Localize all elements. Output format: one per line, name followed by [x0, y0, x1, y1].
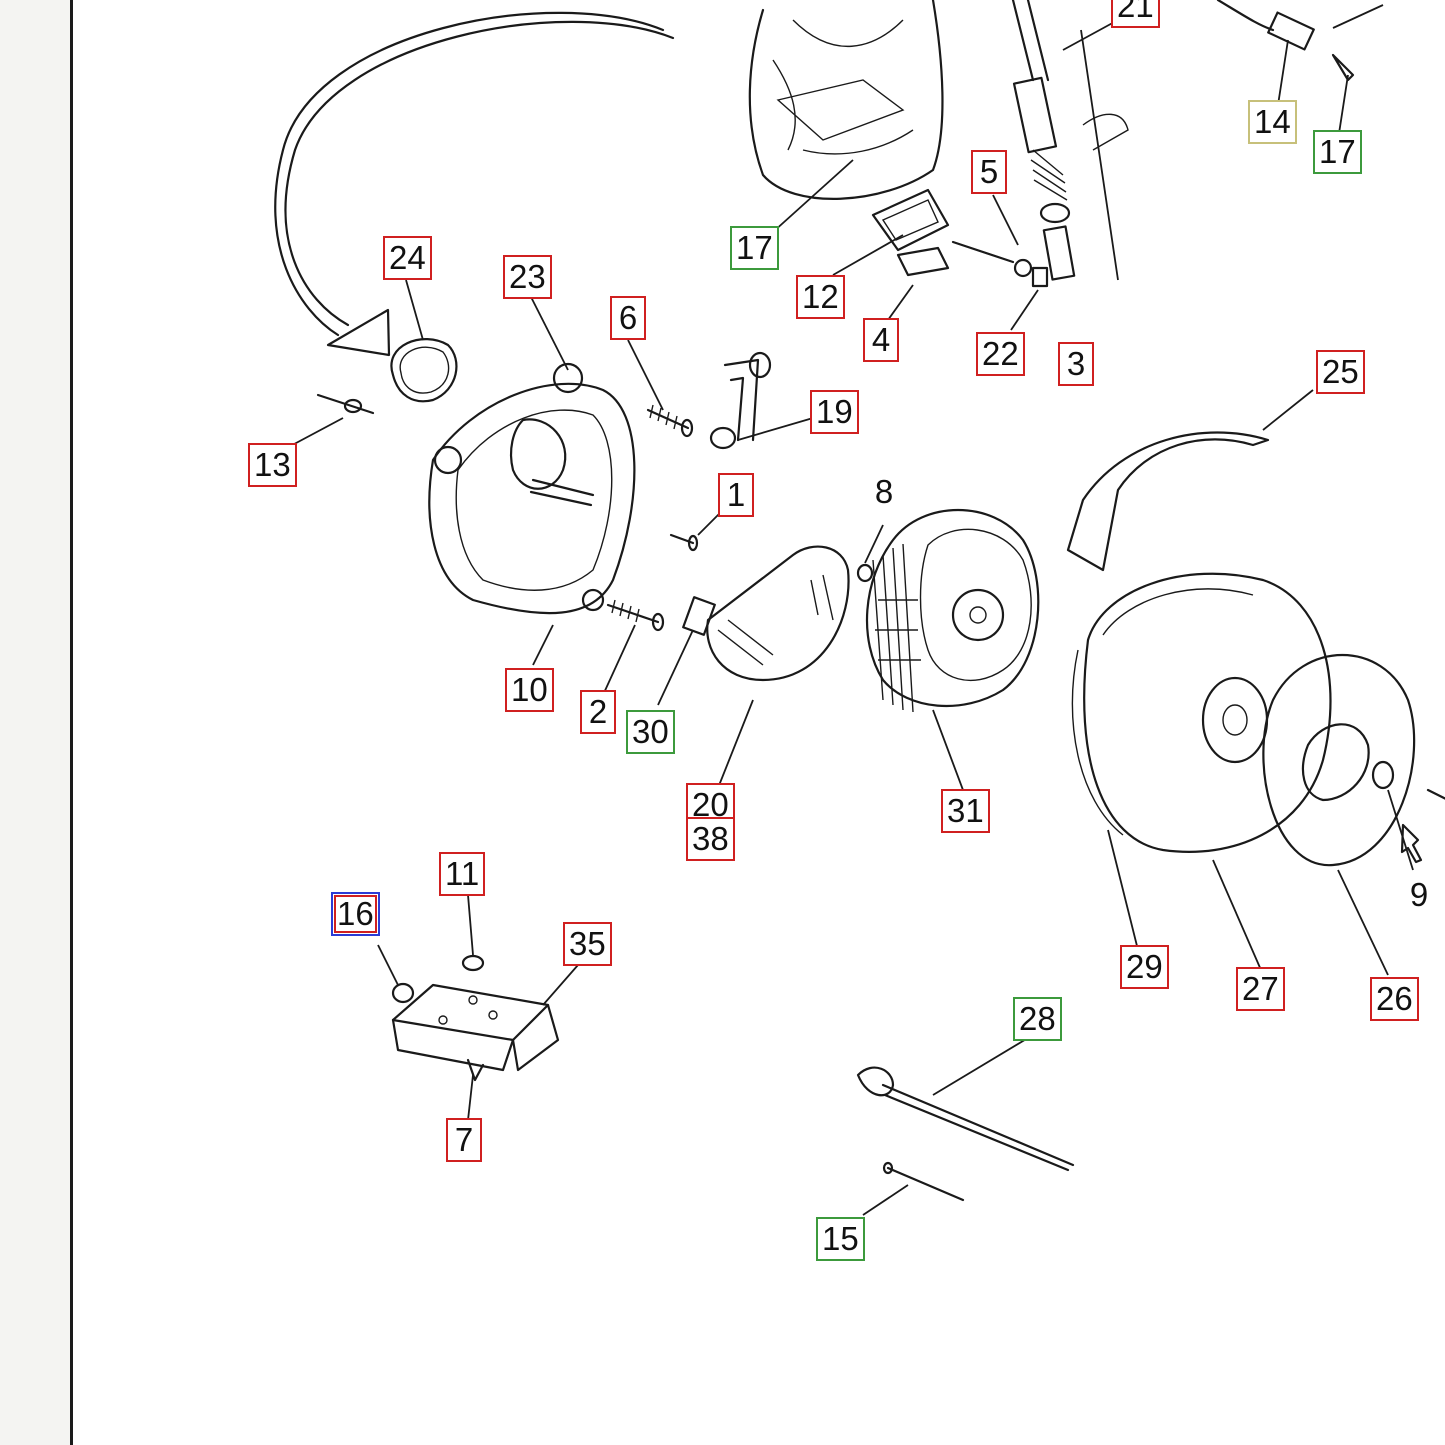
- callout-16[interactable]: 16: [331, 892, 380, 936]
- callout-2[interactable]: 2: [580, 690, 616, 734]
- exploded-parts-diagram: [274, 0, 1445, 1216]
- callout-21[interactable]: 21: [1111, 0, 1160, 28]
- washer-drawing: [856, 524, 884, 583]
- callout-28[interactable]: 28: [1013, 997, 1062, 1041]
- callout-30[interactable]: 30: [626, 710, 675, 754]
- rod-28-drawing: [856, 1034, 1075, 1172]
- callout-35[interactable]: 35: [563, 922, 612, 966]
- callout-38[interactable]: 38: [686, 817, 735, 861]
- callout-31[interactable]: 31: [941, 789, 990, 833]
- gasket-drawing: [390, 279, 458, 403]
- mounting-bracket-drawing: [832, 188, 950, 321]
- carburetor-body-drawing: [748, 0, 944, 200]
- throttle-cable-drawing: [1011, 0, 1129, 281]
- callout-25[interactable]: 25: [1316, 350, 1365, 394]
- callout-26[interactable]: 26: [1370, 977, 1419, 1021]
- callout-17-carb[interactable]: 17: [730, 226, 779, 270]
- callout-23[interactable]: 23: [503, 255, 552, 299]
- connector-drawing: [1216, 0, 1384, 141]
- callout-9[interactable]: 9: [1409, 876, 1429, 913]
- callout-14[interactable]: 14: [1248, 100, 1297, 144]
- callout-13[interactable]: 13: [248, 443, 297, 487]
- callout-4[interactable]: 4: [863, 318, 899, 362]
- leader-17: [772, 159, 854, 233]
- parts-diagram-page: 21 14 17 17 5 24 23 6 12 4 22 3 25 19 13…: [70, 0, 1445, 1445]
- callout-29[interactable]: 29: [1120, 945, 1169, 989]
- heat-shield-drawing: [1066, 389, 1314, 572]
- cover-plate-26-drawing: [1262, 654, 1445, 976]
- callout-19[interactable]: 19: [810, 390, 859, 434]
- callout-27[interactable]: 27: [1236, 967, 1285, 1011]
- backing-plate-drawing: [428, 294, 636, 666]
- callout-3[interactable]: 3: [1058, 342, 1094, 386]
- callout-17-right[interactable]: 17: [1313, 130, 1362, 174]
- callout-10[interactable]: 10: [505, 668, 554, 712]
- pin-assembly-drawing: [951, 194, 1049, 331]
- callout-11[interactable]: 11: [439, 852, 486, 896]
- air-cleaner-cover-drawing: [1071, 572, 1332, 971]
- breather-tube-drawing: [709, 351, 814, 450]
- bracket-35-drawing: [377, 894, 579, 1121]
- callout-15[interactable]: 15: [816, 1217, 865, 1261]
- screws-drawing: [282, 339, 724, 696]
- callout-24[interactable]: 24: [383, 236, 432, 280]
- callout-1[interactable]: 1: [718, 473, 754, 517]
- air-filter-element-drawing: [865, 508, 1040, 791]
- callout-8[interactable]: 8: [874, 473, 894, 510]
- callout-12[interactable]: 12: [796, 275, 845, 319]
- pin-15-drawing: [862, 1161, 965, 1216]
- callout-6[interactable]: 6: [610, 296, 646, 340]
- callout-7[interactable]: 7: [446, 1118, 482, 1162]
- callout-22[interactable]: 22: [976, 332, 1025, 376]
- cover-plate-drawing: [657, 545, 850, 789]
- curved-arrow: [274, 11, 675, 357]
- callout-5[interactable]: 5: [971, 150, 1007, 194]
